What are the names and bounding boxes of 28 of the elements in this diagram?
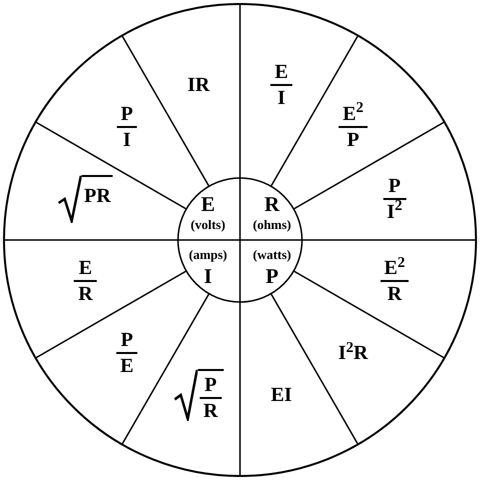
- unit-text: (watts): [252, 246, 292, 263]
- numerator-text: P: [387, 176, 402, 198]
- numerator-text: P: [120, 330, 134, 352]
- denominator-text: E: [119, 354, 135, 376]
- denominator-text: I$^{2}$: [386, 200, 404, 222]
- numerator-text: E$^{2}$: [383, 258, 406, 280]
- unit-text: (volts): [190, 217, 226, 234]
- unit-text: (amps): [188, 246, 228, 263]
- numerator-text: E: [78, 258, 94, 280]
- formula-text: IR: [187, 74, 210, 96]
- numerator-text: E: [274, 62, 290, 84]
- formula-text: PR: [84, 184, 111, 207]
- numerator-text: P: [203, 374, 218, 397]
- quantity-symbol: R: [264, 190, 280, 217]
- denominator-text: R: [386, 282, 403, 304]
- denominator-text: R: [202, 398, 219, 421]
- denominator-text: I: [122, 128, 132, 150]
- formula-text: EI: [270, 384, 292, 406]
- unit-text: (ohms): [252, 217, 292, 234]
- quantity-symbol: E: [201, 190, 215, 217]
- quantity-symbol: I: [204, 263, 212, 290]
- denominator-text: P: [346, 128, 360, 150]
- denominator-text: R: [77, 282, 94, 304]
- denominator-text: I: [276, 86, 286, 108]
- numerator-text: P: [120, 104, 134, 126]
- numerator-text: E$^{2}$: [342, 104, 365, 126]
- formula-text: I$^{2}$R: [338, 342, 368, 364]
- quantity-symbol: P: [266, 263, 278, 290]
